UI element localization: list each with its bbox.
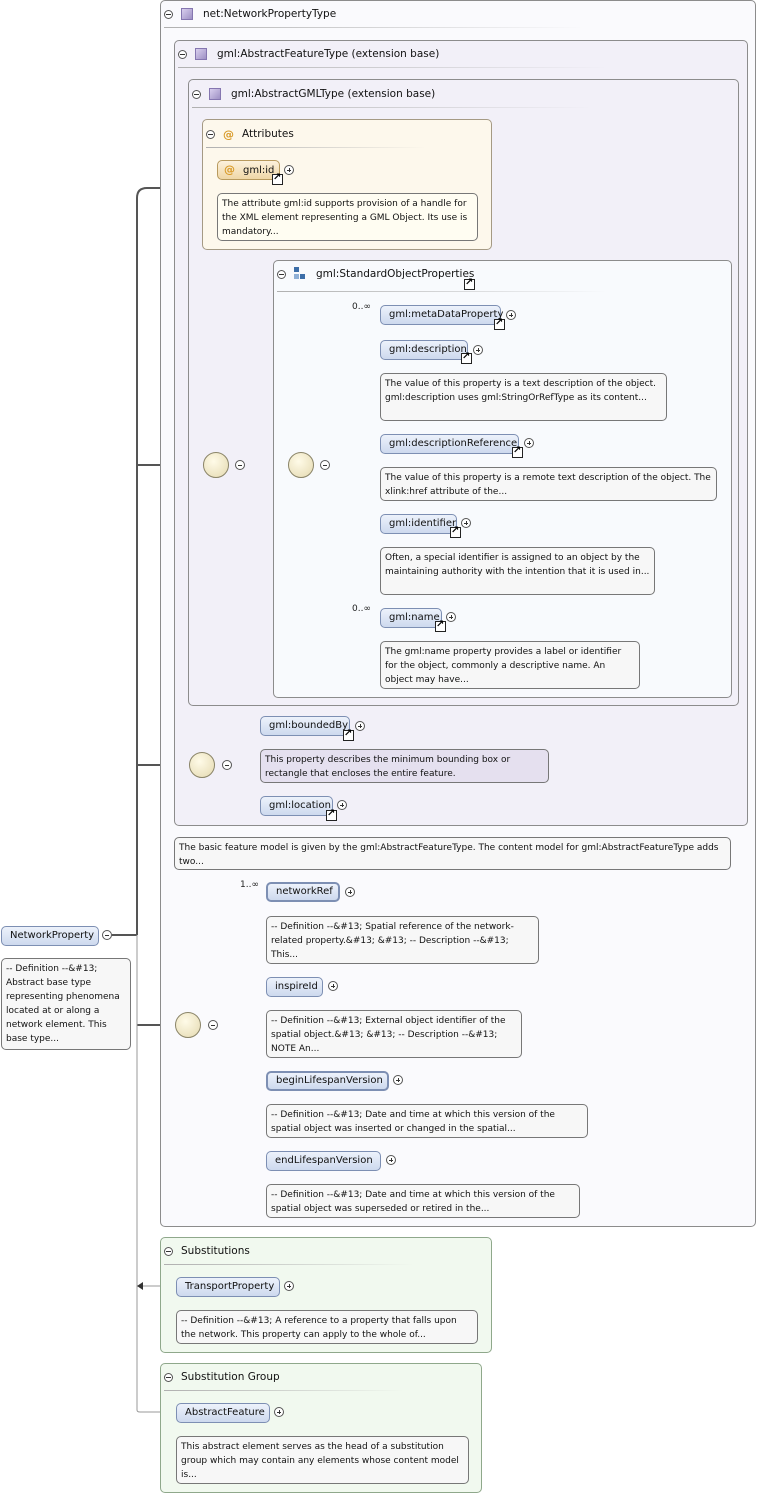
element-networkref-doc: -- Definition --&#13; Spatial reference … — [266, 916, 539, 964]
cardinality-label: 0..∞ — [352, 302, 371, 312]
reference-arrow-icon[interactable] — [512, 445, 523, 458]
element-transportproperty-doc: -- Definition --&#13; A reference to a p… — [176, 1310, 478, 1344]
complex-type-icon — [181, 8, 193, 20]
root-element-networkproperty[interactable]: NetworkProperty — [1, 926, 99, 946]
reference-arrow-icon[interactable] — [461, 351, 472, 364]
element-abstractfeature[interactable]: AbstractFeature — [176, 1403, 270, 1423]
expand-icon[interactable] — [524, 438, 534, 448]
model-group-header[interactable]: gml:StandardObjectProperties — [277, 267, 474, 281]
divider — [206, 147, 426, 148]
element-abstractfeature-doc: This abstract element serves as the head… — [176, 1436, 469, 1484]
reference-arrow-icon[interactable] — [343, 728, 354, 741]
reference-arrow-icon[interactable] — [450, 525, 461, 538]
expand-icon[interactable] — [355, 721, 365, 731]
divider — [178, 67, 608, 68]
attribute-gml-id-label: gml:id — [243, 165, 275, 176]
collapse-icon[interactable] — [320, 460, 330, 470]
reference-arrow-icon[interactable] — [326, 808, 337, 821]
substitution-group-title: Substitution Group — [181, 1371, 280, 1383]
expand-icon[interactable] — [274, 1407, 284, 1417]
extension-base-gml-header[interactable]: gml:AbstractGMLType (extension base) — [192, 87, 435, 101]
extension-base-feature-title: gml:AbstractFeatureType (extension base) — [217, 48, 440, 60]
substitution-group-header[interactable]: Substitution Group — [164, 1370, 280, 1384]
expand-icon[interactable] — [284, 165, 294, 175]
extension-base-feature-doc: The basic feature model is given by the … — [174, 837, 731, 870]
model-group-title: gml:StandardObjectProperties — [316, 268, 475, 280]
attribute-gml-id-doc: The attribute gml:id supports provision … — [217, 193, 478, 241]
element-gml-description-doc: The value of this property is a text des… — [380, 373, 667, 421]
divider — [164, 27, 584, 28]
collapse-icon[interactable] — [164, 9, 173, 19]
extension-base-gml-title: gml:AbstractGMLType (extension base) — [231, 88, 436, 100]
sequence-compositor-icon[interactable] — [288, 452, 314, 478]
expand-icon[interactable] — [446, 612, 456, 622]
collapse-icon[interactable] — [277, 269, 286, 279]
cardinality-label: 1..∞ — [240, 880, 259, 890]
expand-icon[interactable] — [461, 518, 471, 528]
divider — [277, 291, 607, 292]
collapse-icon[interactable] — [222, 760, 232, 770]
collapse-icon[interactable] — [235, 460, 245, 470]
element-beginlifespanversion-doc: -- Definition --&#13; Date and time at w… — [266, 1104, 588, 1138]
expand-icon[interactable] — [328, 981, 338, 991]
divider — [192, 107, 592, 108]
collapse-icon[interactable] — [164, 1246, 173, 1256]
reference-arrow-icon[interactable] — [272, 172, 283, 185]
extension-base-feature-header[interactable]: gml:AbstractFeatureType (extension base) — [178, 47, 439, 61]
cardinality-label: 0..∞ — [352, 604, 371, 614]
element-gml-boundedby[interactable]: gml:boundedBy — [260, 716, 350, 736]
element-gml-identifier-doc: Often, a special identifier is assigned … — [380, 547, 655, 595]
complex-type-header[interactable]: net:NetworkPropertyType — [164, 7, 336, 21]
expand-icon[interactable] — [473, 345, 483, 355]
element-endlifespanversion-doc: -- Definition --&#13; Date and time at w… — [266, 1184, 580, 1218]
attribute-icon: @ — [224, 163, 235, 176]
substitutions-title: Substitutions — [181, 1245, 250, 1257]
expand-icon[interactable] — [386, 1155, 396, 1165]
expand-icon[interactable] — [345, 887, 355, 897]
element-gml-name-doc: The gml:name property provides a label o… — [380, 641, 640, 689]
collapse-icon[interactable] — [164, 1372, 173, 1382]
element-inspireid-doc: -- Definition --&#13; External object id… — [266, 1010, 522, 1058]
element-gml-name[interactable]: gml:name — [380, 608, 442, 628]
element-gml-descriptionreference[interactable]: gml:descriptionReference — [380, 434, 519, 454]
complex-type-icon — [209, 88, 221, 100]
reference-arrow-icon[interactable] — [435, 619, 446, 632]
divider — [164, 1390, 404, 1391]
sequence-compositor-icon[interactable] — [189, 752, 215, 778]
collapse-icon[interactable] — [192, 89, 201, 99]
element-gml-descriptionreference-doc: The value of this property is a remote t… — [380, 467, 717, 501]
collapse-icon[interactable] — [178, 49, 187, 59]
element-gml-identifier[interactable]: gml:identifier — [380, 514, 457, 534]
element-gml-location[interactable]: gml:location — [260, 796, 333, 816]
attributes-title: Attributes — [242, 128, 294, 140]
element-transportproperty[interactable]: TransportProperty — [176, 1277, 280, 1297]
collapse-icon[interactable] — [102, 930, 112, 940]
reference-arrow-icon[interactable] — [464, 277, 475, 290]
divider — [164, 1264, 414, 1265]
attribute-gml-id[interactable]: @ gml:id — [217, 160, 280, 180]
expand-icon[interactable] — [337, 800, 347, 810]
collapse-icon[interactable] — [206, 129, 215, 139]
element-inspireid[interactable]: inspireId — [266, 977, 323, 997]
reference-arrow-icon[interactable] — [494, 317, 505, 330]
sequence-compositor-icon[interactable] — [203, 452, 229, 478]
expand-icon[interactable] — [506, 310, 516, 320]
element-gml-metadataproperty[interactable]: gml:metaDataProperty — [380, 305, 503, 325]
collapse-icon[interactable] — [208, 1020, 218, 1030]
group-icon — [294, 267, 308, 281]
attributes-header[interactable]: @ Attributes — [206, 127, 294, 141]
element-networkref[interactable]: networkRef — [266, 882, 340, 902]
element-gml-description[interactable]: gml:description — [380, 340, 468, 360]
substitutions-header[interactable]: Substitutions — [164, 1244, 250, 1258]
expand-icon[interactable] — [393, 1075, 403, 1085]
element-gml-boundedby-doc: This property describes the minimum boun… — [260, 749, 549, 783]
sequence-compositor-icon[interactable] — [175, 1012, 201, 1038]
element-beginlifespanversion[interactable]: beginLifespanVersion — [266, 1071, 389, 1091]
attribute-icon: @ — [223, 127, 234, 141]
expand-icon[interactable] — [284, 1281, 294, 1291]
complex-type-icon — [195, 48, 207, 60]
element-endlifespanversion[interactable]: endLifespanVersion — [266, 1151, 381, 1171]
complex-type-title: net:NetworkPropertyType — [203, 8, 337, 20]
root-element-doc: -- Definition --&#13; Abstract base type… — [1, 958, 131, 1050]
